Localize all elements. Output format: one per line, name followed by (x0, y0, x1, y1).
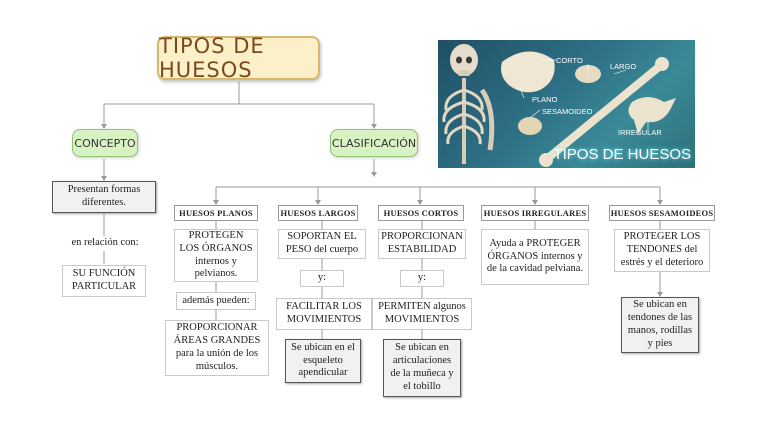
sesamoid-bones-role: PROTEGER LOS TENDONES del estrés y el de… (614, 229, 710, 272)
skeleton-graphic (442, 44, 676, 167)
irregular-bones-role: Ayuda a PROTEGER ÓRGANOS internos y de l… (481, 229, 589, 285)
header-sesamoid-bones: HUESOS SESAMOIDEOS (609, 205, 715, 221)
short-bones-role: PROPORCIONAN ESTABILIDAD (378, 229, 466, 259)
label-largo: LARGO (610, 62, 637, 71)
label-corto: CORTO (556, 56, 583, 65)
flat-bones-connector: además pueden: (176, 292, 256, 310)
long-bones-connector: y: (300, 270, 344, 287)
map-title: TIPOS DE HUESOS (157, 34, 320, 82)
short-bones-connector: y: (400, 270, 444, 287)
classification-node: CLASIFICACIÓN (330, 129, 418, 157)
header-short-bones: HUESOS CORTOS (378, 205, 464, 221)
flat-bones-role: PROTEGEN LOS ÓRGANOS internos y pelviano… (174, 229, 258, 282)
short-bones-location: Se ubican en articulaciones de la muñeca… (383, 339, 461, 397)
concept-relation: en relación con: (71, 237, 139, 248)
concept-node: CONCEPTO (72, 129, 138, 157)
label-irregular: IRREGULAR (618, 128, 662, 137)
long-bones-extra: FACILITAR LOS MOVIMIENTOS (276, 298, 372, 330)
header-irregular-bones: HUESOS IRREGULARES (481, 205, 589, 221)
sesamoid-bones-location: Se ubican en tendones de las manos, rodi… (621, 297, 699, 353)
label-sesamoideo: SESAMOIDEO (542, 107, 593, 116)
header-long-bones: HUESOS LARGOS (278, 205, 358, 221)
label-plano: PLANO (532, 95, 558, 104)
illustration-caption: TIPOS DE HUESOS (553, 146, 691, 163)
long-bones-role: SOPORTAN EL PESO del cuerpo (278, 229, 366, 259)
concept-function: SU FUNCIÓN PARTICULAR (62, 265, 146, 297)
header-flat-bones: HUESOS PLANOS (174, 205, 258, 221)
flat-bones-extra: PROPORCIONAR ÁREAS GRANDES para la unión… (165, 320, 269, 376)
long-bones-location: Se ubican en el esqueleto apendicular (285, 339, 361, 383)
short-bones-extra: PERMITEN algunos MOVIMIENTOS (372, 298, 472, 330)
bones-illustration: CORTO LARGO PLANO SESAMOIDEO IRREGULAR T… (438, 40, 695, 168)
concept-definition: Presentan formas diferentes. (52, 181, 156, 213)
